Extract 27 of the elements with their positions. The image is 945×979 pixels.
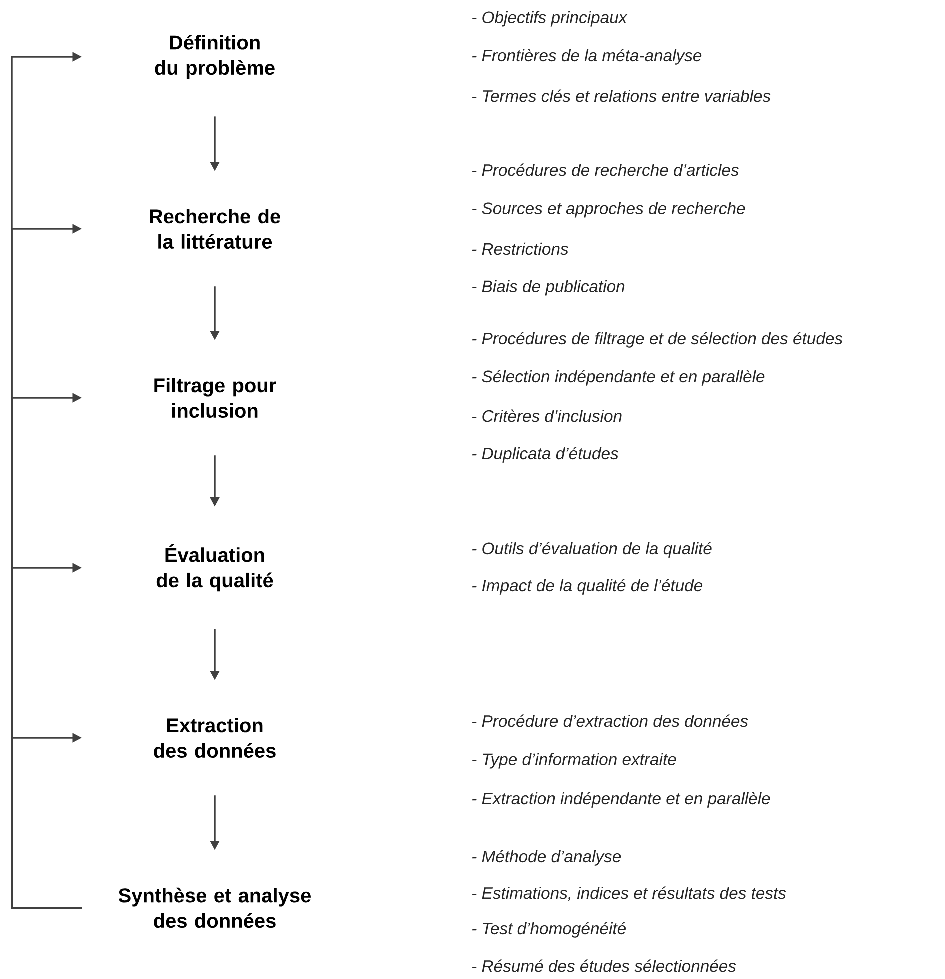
bullet-item: - Frontières de la méta-analyse <box>472 49 702 65</box>
bullet-item: - Restrictions <box>472 242 568 256</box>
bullet-item: - Procédures de recherche d’articles <box>472 164 739 176</box>
bullet-item: - Sources et approches de recherche <box>472 202 746 218</box>
step-label: Synthèse et analyse des données <box>118 888 311 928</box>
bullet-item: - Critères d’inclusion <box>472 410 622 422</box>
bullet-item: - Estimations, indices et résultats des tests <box>472 886 786 902</box>
bullet-item: - Procédure d’extraction des données <box>472 714 748 728</box>
step-label: Évaluation de la qualité <box>156 544 274 592</box>
bullet-item: - Méthode d’analyse <box>472 850 622 866</box>
bullet-item: - Objectifs principaux <box>472 11 628 27</box>
step-label: Filtrage pour inclusion <box>154 378 276 418</box>
bullet-item: - Extraction indépendante et en parallèle <box>472 792 770 808</box>
bullet-item: - Type d’information extraite <box>472 753 676 769</box>
bullet-item: - Résumé des études sélectionnées <box>472 960 736 972</box>
step-label: Extraction des données <box>154 718 276 758</box>
bullet-item: - Impact de la qualité de l’étude <box>472 579 703 595</box>
bullet-item: - Procédures de filtrage et de sélection des études <box>472 332 843 348</box>
step-label: Définition du problème <box>155 34 275 80</box>
bullet-item: - Termes clés et relations entre variables <box>472 90 771 102</box>
bullet-item: - Duplicata d’études <box>472 447 619 463</box>
bullet-item: - Biais de publication <box>472 280 625 296</box>
step-label: Recherche de la littérature <box>150 209 280 249</box>
bullet-item: - Test d’homogénéité <box>472 922 626 938</box>
bullet-item: - Sélection indépendante et en parallèle <box>472 370 765 386</box>
feedback-arrow <box>11 733 82 909</box>
bullet-item: - Outils d’évaluation de la qualité <box>472 542 712 558</box>
